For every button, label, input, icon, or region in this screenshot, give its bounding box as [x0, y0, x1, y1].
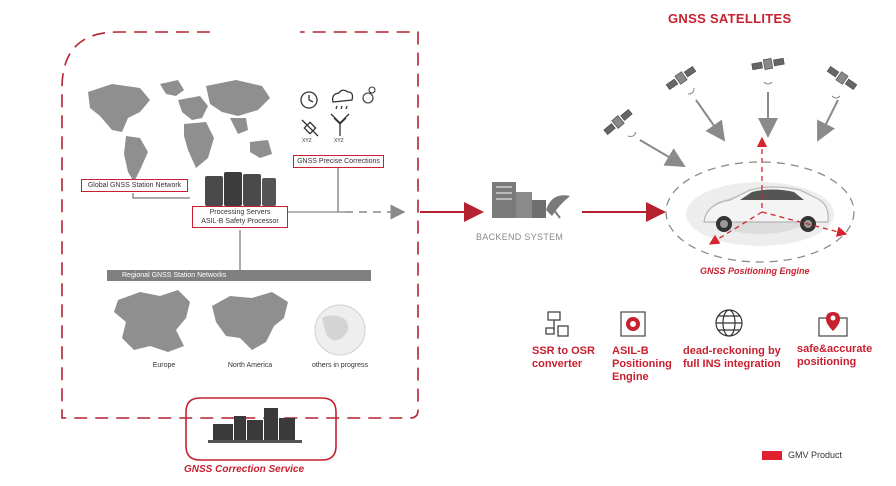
sat-arrow-4	[817, 99, 839, 142]
backend-system-label: BACKEND SYSTEM	[476, 232, 564, 242]
global-network-label: Global GNSS Station Network	[81, 179, 188, 192]
map-pin-icon	[818, 312, 848, 337]
feature-asil: ASIL-B Positioning Engine	[612, 345, 672, 383]
vector-right	[761, 211, 848, 237]
icon-caption-1: XYZ	[302, 138, 312, 144]
connector-global	[132, 193, 190, 199]
clock-icon	[300, 91, 318, 109]
backend-building	[492, 182, 546, 218]
weather-icon	[331, 89, 354, 110]
processing-servers-line1: Processing Servers	[209, 209, 271, 216]
regional-networks-label: Regional GNSS Station Networks	[122, 272, 227, 279]
sat-arrow-1	[639, 139, 686, 168]
feature-dead-reckoning: dead-reckoning by full INS integration	[683, 345, 781, 370]
feature-positioning: safe&accurate positioning	[797, 343, 873, 368]
satellite-3	[751, 57, 785, 71]
legend-swatch	[762, 451, 782, 460]
orbit-icon	[362, 86, 376, 104]
satellite-small-icon	[301, 119, 319, 137]
satellite-1	[603, 108, 633, 136]
region-north-america-label: North America	[227, 362, 273, 369]
vector-left	[708, 211, 763, 245]
connector-precise	[288, 168, 339, 213]
page-title: GNSS SATELLITES	[668, 11, 792, 26]
globe-icon-grey	[314, 304, 366, 356]
chip-icon	[620, 311, 646, 337]
building-emblem	[208, 408, 302, 443]
dish-antenna-icon	[546, 195, 570, 219]
north-america-map	[212, 292, 288, 350]
server-stack	[205, 172, 276, 206]
world-map	[88, 80, 272, 182]
satellite-4	[826, 65, 858, 91]
engine-ellipse	[665, 161, 855, 263]
satellite-2	[665, 65, 697, 91]
icon-caption-2: XYZ	[334, 138, 344, 144]
globe-grid-icon	[715, 309, 743, 337]
precise-corrections-label: GNSS Precise Corrections	[293, 155, 384, 168]
processing-servers-box: Processing Servers ASIL-B Safety Process…	[192, 206, 288, 228]
correction-service-label: GNSS Correction Service	[184, 464, 305, 475]
processing-servers-line2: ASIL-B Safety Processor	[201, 218, 279, 225]
feature-ssr: SSR to OSR converter	[532, 345, 595, 370]
engine-label: GNSS Positioning Engine	[700, 266, 810, 276]
region-others-label: others in progress	[311, 362, 369, 369]
converter-icon	[545, 311, 569, 337]
correction-service-border	[61, 31, 419, 419]
regional-bar	[107, 270, 371, 281]
sat-arrow-2	[695, 99, 726, 142]
europe-map	[114, 290, 190, 352]
region-europe-label: Europe	[152, 362, 176, 369]
building-emblem-border	[185, 397, 337, 461]
antenna-icon	[330, 113, 350, 136]
legend-label: GMV Product	[788, 450, 843, 460]
